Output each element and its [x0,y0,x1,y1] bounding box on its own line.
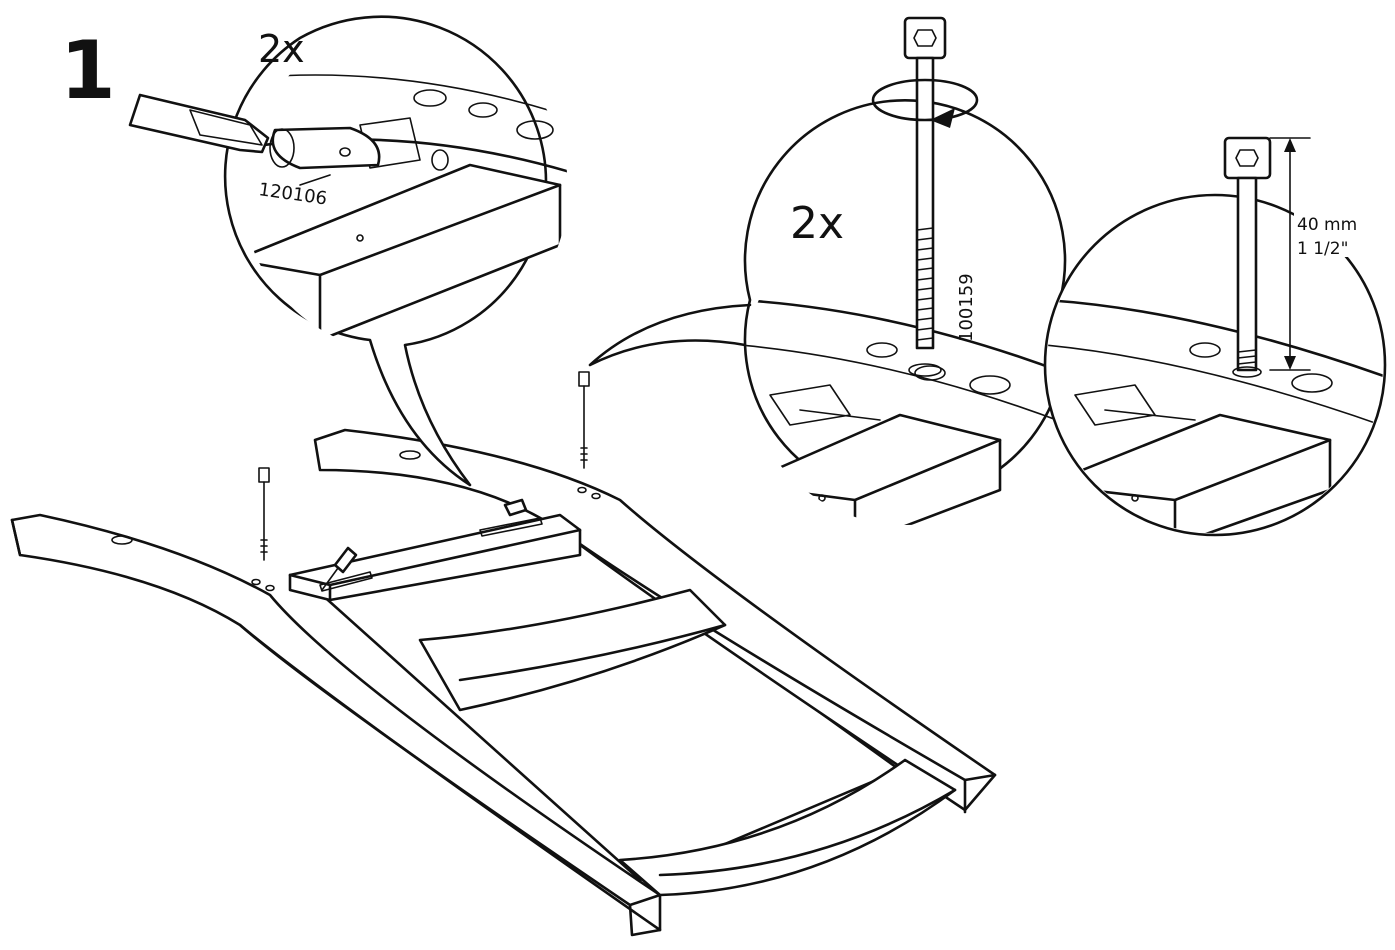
right-detail-bubble-insert: 2x [588,99,1067,525]
right-quantity-label: 2x [790,198,844,249]
long-bolt-rotating [871,16,979,377]
crossbar-slot [479,517,543,537]
dimension-arrow-bottom-icon [1284,356,1296,370]
dimension-metric: 40 mm [1297,215,1357,235]
rail-hole [265,584,275,592]
step-number: 1 [60,24,116,117]
bolt-small-left [258,467,270,561]
chair-frame [10,371,997,937]
dimension-arrow-top-icon [1284,138,1296,152]
crossbar-slot [319,571,373,592]
dimension-imperial: 1 1/2" [1297,239,1348,259]
left-detail-bubble: 2x 120106 [128,15,568,487]
left-rail [10,513,662,932]
right-part-number: 100159 [956,273,977,342]
rotation-arrow-icon [930,108,955,128]
right-detail-bubble-result: 40 mm 1 1/2" [1043,136,1387,537]
rail-hole [399,450,421,460]
rail-hole [577,486,587,494]
rail-hole [591,492,601,500]
bolt-small-right [578,371,590,469]
cam-lock-small [321,498,528,591]
left-quantity-label: 2x [258,27,305,71]
rail-hole [111,535,133,545]
rail-hole [251,578,261,586]
